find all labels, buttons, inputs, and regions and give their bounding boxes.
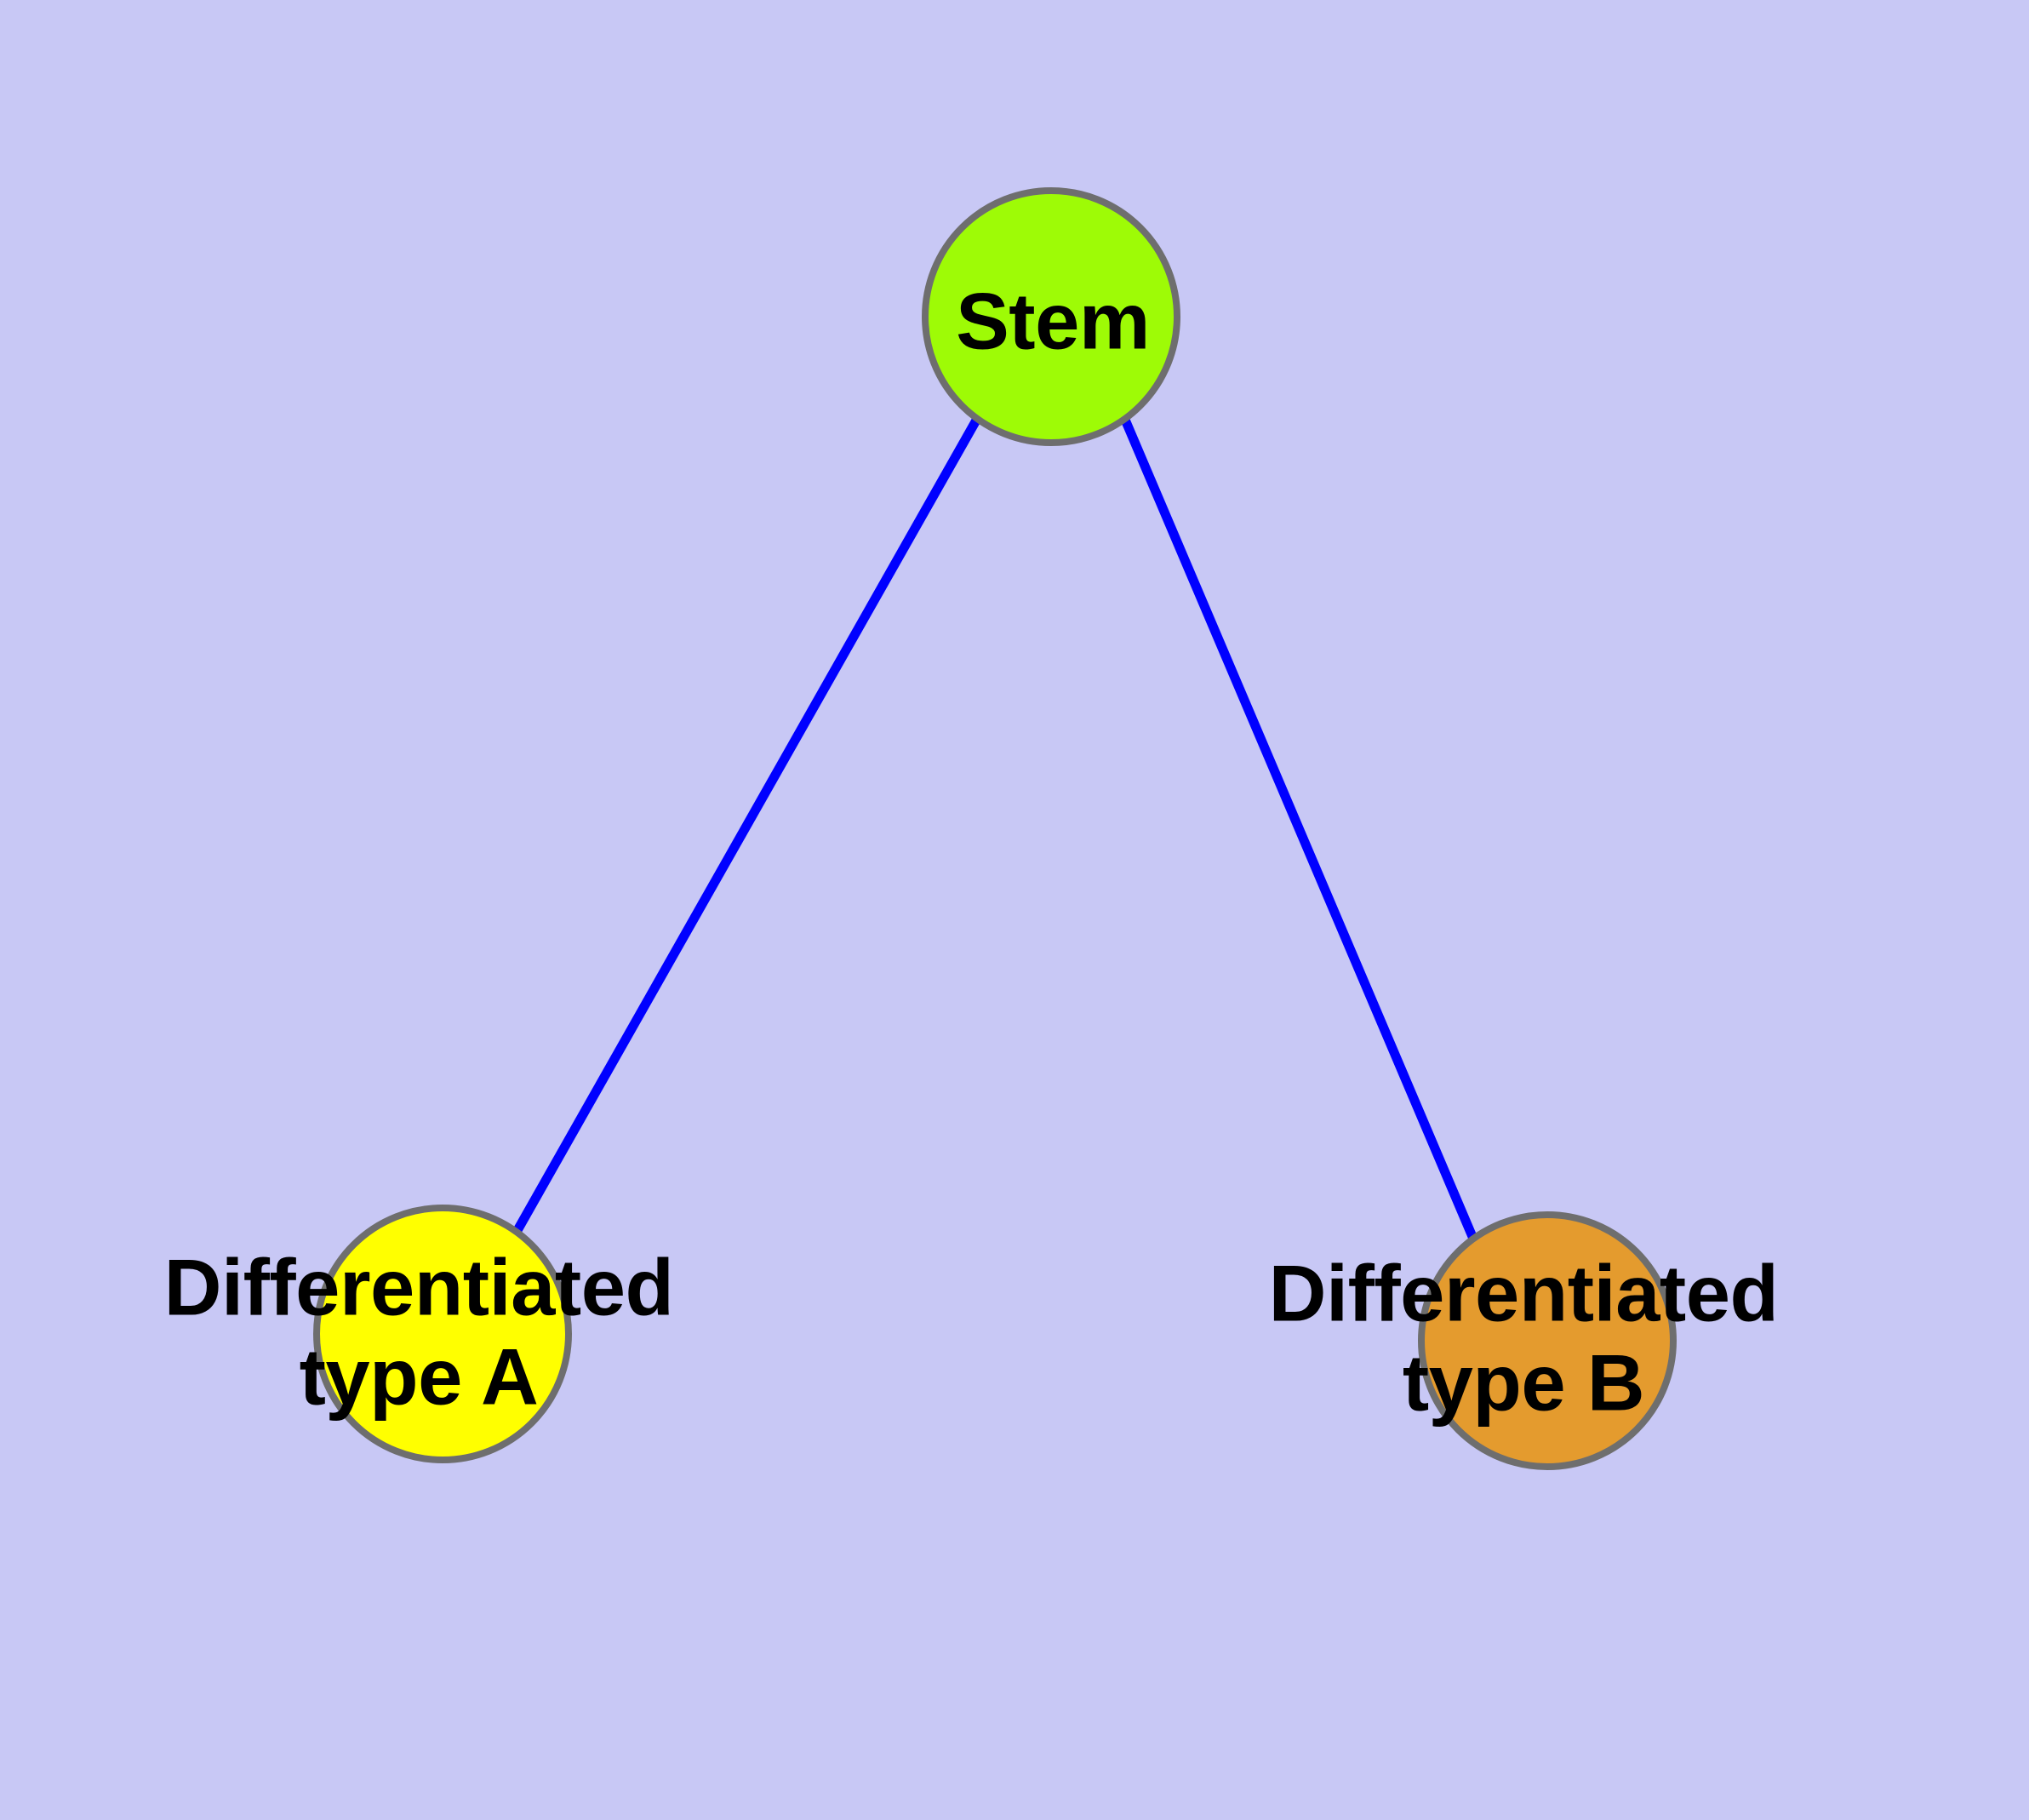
edge-layer [512, 416, 1478, 1241]
node-layer [313, 187, 1677, 1470]
node-type-b-circle[interactable] [1418, 1211, 1677, 1470]
node-stem-circle[interactable] [922, 187, 1180, 446]
edge-stem-to-type-b[interactable] [1120, 417, 1478, 1241]
edge-stem-to-type-a[interactable] [512, 416, 981, 1234]
node-type-a-circle[interactable] [313, 1205, 572, 1463]
